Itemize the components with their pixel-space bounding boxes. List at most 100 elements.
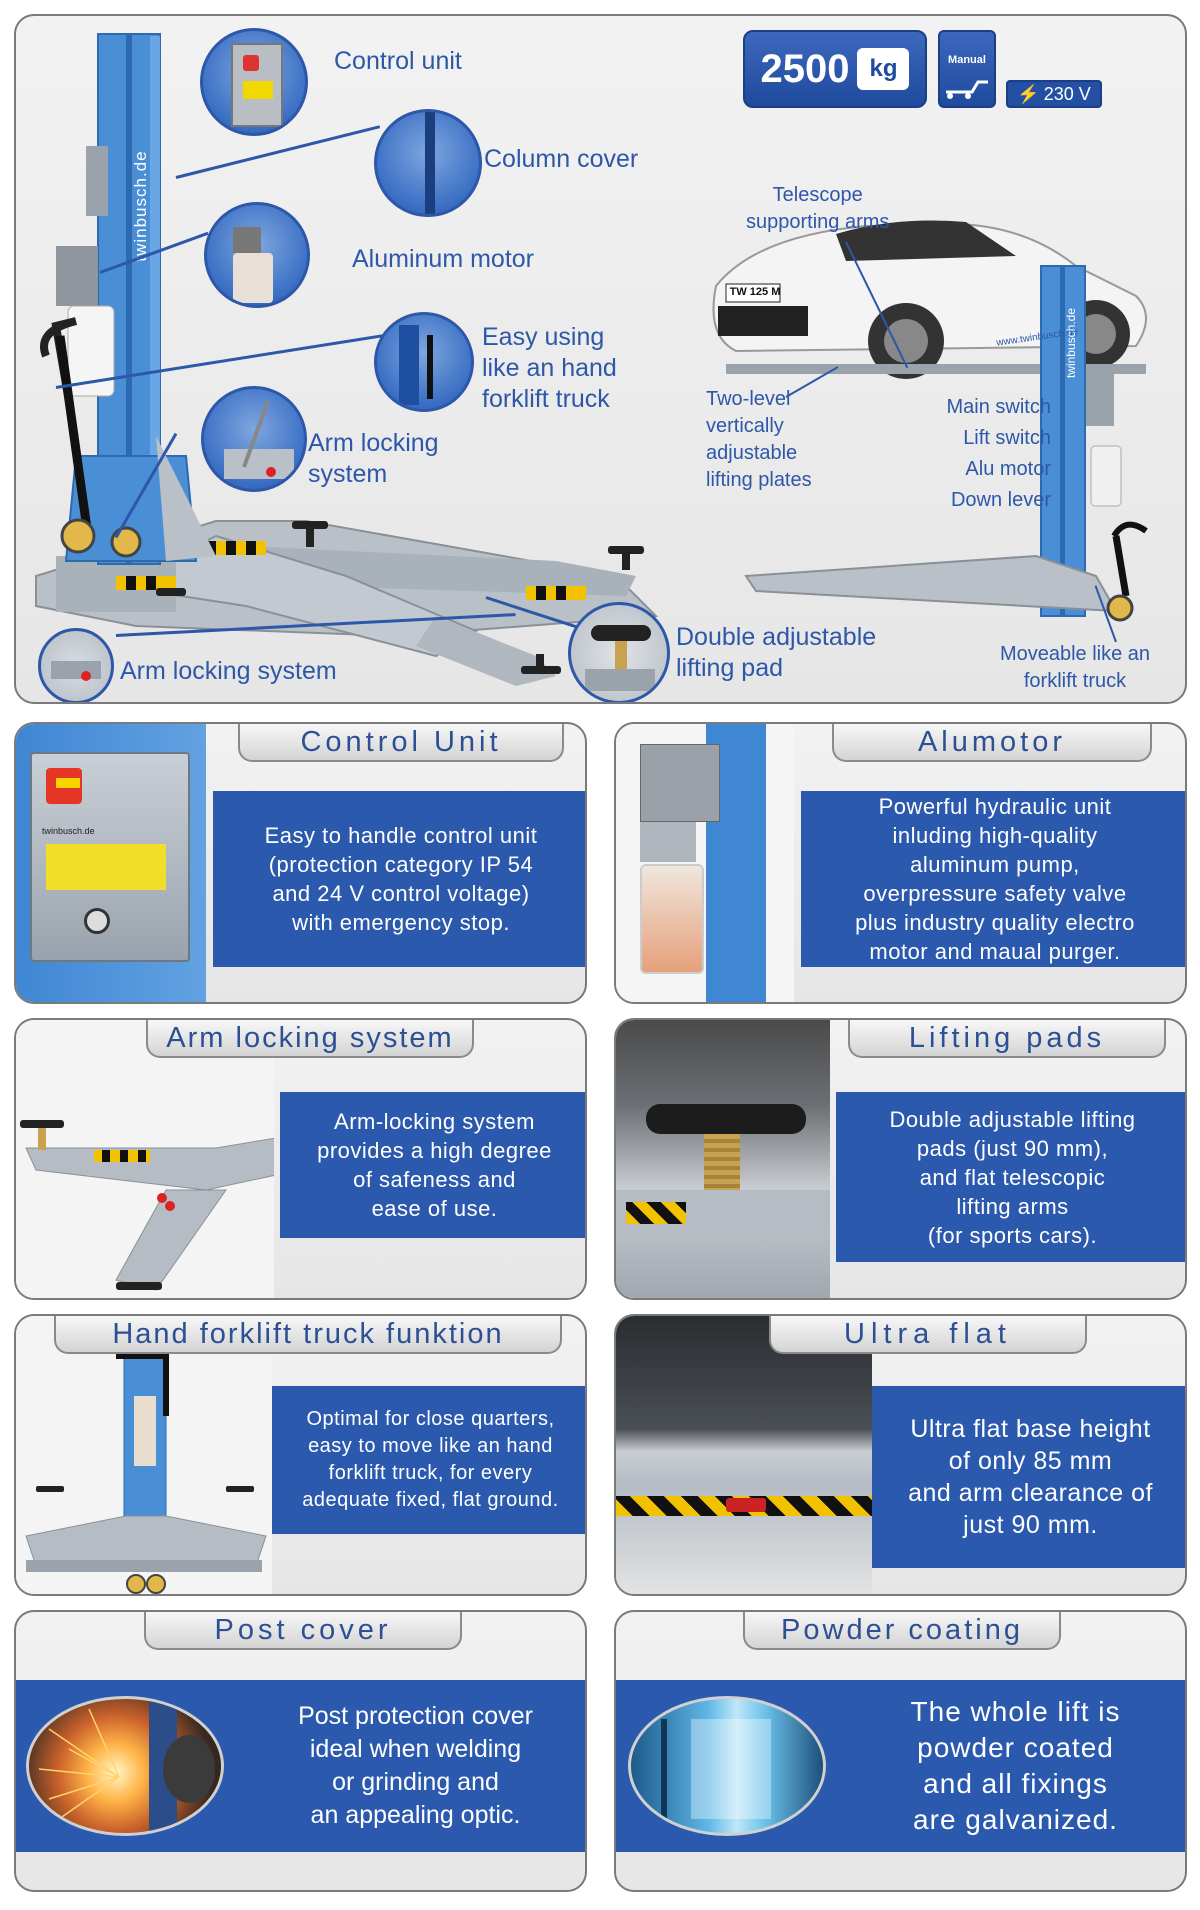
callout-two-level-line: adjustable	[706, 442, 798, 464]
ultra-flat-description: Ultra flat base height of only 85 mm and…	[872, 1386, 1185, 1568]
text-line: are galvanized.	[913, 1804, 1118, 1835]
lifting-pad-detail-circle	[568, 602, 670, 702]
text-line: forklift truck, for every	[328, 1462, 533, 1484]
alumotor-photo	[616, 724, 794, 1002]
callout-main-switch: Main switch	[946, 396, 1051, 418]
callout-aluminum-motor: Aluminum motor	[352, 245, 534, 273]
alumotor-description: Powerful hydraulic unit inluding high-qu…	[801, 791, 1185, 967]
callout-control-unit: Control unit	[334, 47, 462, 75]
callout-double-pad: Double adjustable lifting pad	[676, 622, 876, 684]
manual-badge: Manual	[938, 30, 996, 108]
feature-panel-powder-coating: Powder coating The whole lift is powder …	[614, 1610, 1187, 1892]
feature-panel-arm-locking: Arm locking system Arm-locking system pr…	[14, 1018, 587, 1300]
text-line: pads (just 90 mm),	[916, 1135, 1109, 1161]
feature-panel-lifting-pads: Lifting pads Double adjustable lifting p…	[614, 1018, 1187, 1300]
control-unit-title: Control Unit	[238, 724, 564, 762]
post-cover-description: Post protection cover ideal when welding…	[242, 1680, 585, 1852]
forklift-title: Hand forklift truck funktion	[54, 1316, 562, 1354]
text-line: ease of use.	[371, 1196, 498, 1221]
mobile-lift-illustration	[35, 33, 659, 686]
feature-panel-ultra-flat: Ultra flat Ultra flat base height of onl…	[614, 1314, 1187, 1596]
forklift-description: Optimal for close quarters, easy to move…	[272, 1386, 585, 1534]
arm-locking-photo	[16, 1020, 274, 1298]
alumotor-title: Alumotor	[832, 724, 1152, 762]
text-line: The whole lift is	[910, 1696, 1121, 1727]
callout-arm-locking-line: system	[308, 460, 388, 488]
callout-arm-locking-line: Arm locking	[308, 429, 439, 457]
text-line: just 90 mm.	[963, 1511, 1098, 1539]
callout-forklift-line: forklift truck	[482, 385, 610, 413]
feature-panel-alumotor: Alumotor Powerful hydraulic unit inludin…	[614, 722, 1187, 1004]
callout-double-pad-line: Double adjustable	[676, 623, 877, 651]
callout-arm-locking-bottom: Arm locking system	[120, 657, 337, 685]
powder-coating-description: The whole lift is powder coated and all …	[842, 1680, 1185, 1852]
callout-two-level-line: vertically	[706, 415, 784, 437]
license-plate: TW 125 M	[729, 286, 781, 298]
lifting-pads-description: Double adjustable lifting pads (just 90 …	[836, 1092, 1185, 1262]
text-line: aluminum pump,	[910, 852, 1080, 877]
callout-moveable: Moveable like an forklift truck	[970, 641, 1180, 695]
arm-locking-bottom-circle	[38, 628, 114, 702]
text-line: Easy to handle control unit	[264, 823, 538, 848]
lightning-icon: ⚡	[1017, 83, 1040, 104]
callout-forklift: Easy using like an hand forklift truck	[482, 322, 617, 415]
feature-panel-post-cover: Post cover Post protection cover ideal w…	[14, 1610, 587, 1892]
voltage-value: 230 V	[1043, 83, 1091, 104]
text-line: and arm clearance of	[908, 1479, 1153, 1507]
text-line: an appealing optic.	[310, 1801, 521, 1829]
column-cover-detail-circle	[374, 109, 482, 217]
text-line: overpressure safety valve	[863, 881, 1127, 906]
capacity-badge: 2500 kg	[743, 30, 927, 108]
control-unit-photo: twinbusch.de	[16, 724, 206, 1002]
callout-moveable-line: Moveable like an	[999, 643, 1151, 665]
text-line: inluding high-quality	[892, 823, 1098, 848]
callout-double-pad-line: lifting pad	[676, 654, 784, 682]
callout-two-level-line: lifting plates	[706, 469, 812, 491]
aluminum-motor-detail-circle	[204, 202, 310, 308]
callout-forklift-line: Easy using	[482, 323, 605, 351]
voltage-badge: ⚡ 230 V	[1006, 80, 1102, 108]
text-line: (protection category IP 54	[268, 852, 534, 877]
lifting-pads-title: Lifting pads	[848, 1020, 1166, 1058]
callout-alu-motor: Alu motor	[965, 458, 1051, 480]
text-line: Arm-locking system	[334, 1109, 535, 1134]
ultra-flat-title: Ultra flat	[769, 1316, 1087, 1354]
callout-telescope-line: Telescope	[772, 184, 863, 206]
text-line: Optimal for close quarters,	[306, 1408, 555, 1430]
callout-arm-locking: Arm locking system	[308, 428, 439, 490]
lifting-pads-photo	[616, 1020, 830, 1298]
feature-panel-forklift: Hand forklift truck funktion Optimal for…	[14, 1314, 587, 1596]
callout-two-level-line: Two-level	[706, 388, 791, 410]
callout-moveable-line: forklift truck	[1023, 670, 1127, 692]
powder-coating-title: Powder coating	[743, 1612, 1061, 1650]
text-line: motor and maual purger.	[869, 939, 1121, 964]
callout-switches: Main switch Lift switch Alu motor Down l…	[911, 392, 1051, 516]
manual-label: Manual	[948, 54, 986, 66]
text-line: Powerful hydraulic unit	[878, 794, 1112, 819]
text-line: or grinding and	[332, 1768, 499, 1796]
text-line: easy to move like an hand	[308, 1435, 553, 1457]
text-line: lifting arms	[956, 1193, 1069, 1219]
text-line: and flat telescopic	[919, 1164, 1106, 1190]
control-unit-description: Easy to handle control unit (protection …	[213, 791, 585, 967]
callout-telescope-line: supporting arms	[746, 211, 890, 233]
feature-panel-control-unit: twinbusch.de Control Unit Easy to handle…	[14, 722, 587, 1004]
forklift-photo	[16, 1316, 272, 1594]
text-line: with emergency stop.	[292, 910, 510, 935]
text-line: and 24 V control voltage)	[272, 881, 530, 906]
text-line: (for sports cars).	[927, 1222, 1098, 1248]
ultra-flat-photo	[616, 1316, 872, 1594]
callout-column-cover: Column cover	[484, 145, 639, 173]
right-column-brand: twinbusch.de	[1064, 307, 1078, 379]
text-line: Ultra flat base height	[910, 1415, 1151, 1443]
car-on-lift-illustration	[712, 220, 1148, 622]
sparks-drawing	[38, 1699, 215, 1833]
powder-booth-photo	[628, 1696, 826, 1836]
arm-locking-description: Arm-locking system provides a high degre…	[280, 1092, 585, 1238]
welding-sparks-photo	[26, 1696, 224, 1836]
arm-locking-title: Arm locking system	[146, 1020, 474, 1058]
hero-panel: twinbusch.de Control unit Column cover A…	[14, 14, 1187, 704]
callout-telescope: Telescope supporting arms	[746, 182, 889, 236]
text-line: of safeness and	[353, 1167, 516, 1192]
arm-locking-drawing	[20, 1120, 274, 1291]
